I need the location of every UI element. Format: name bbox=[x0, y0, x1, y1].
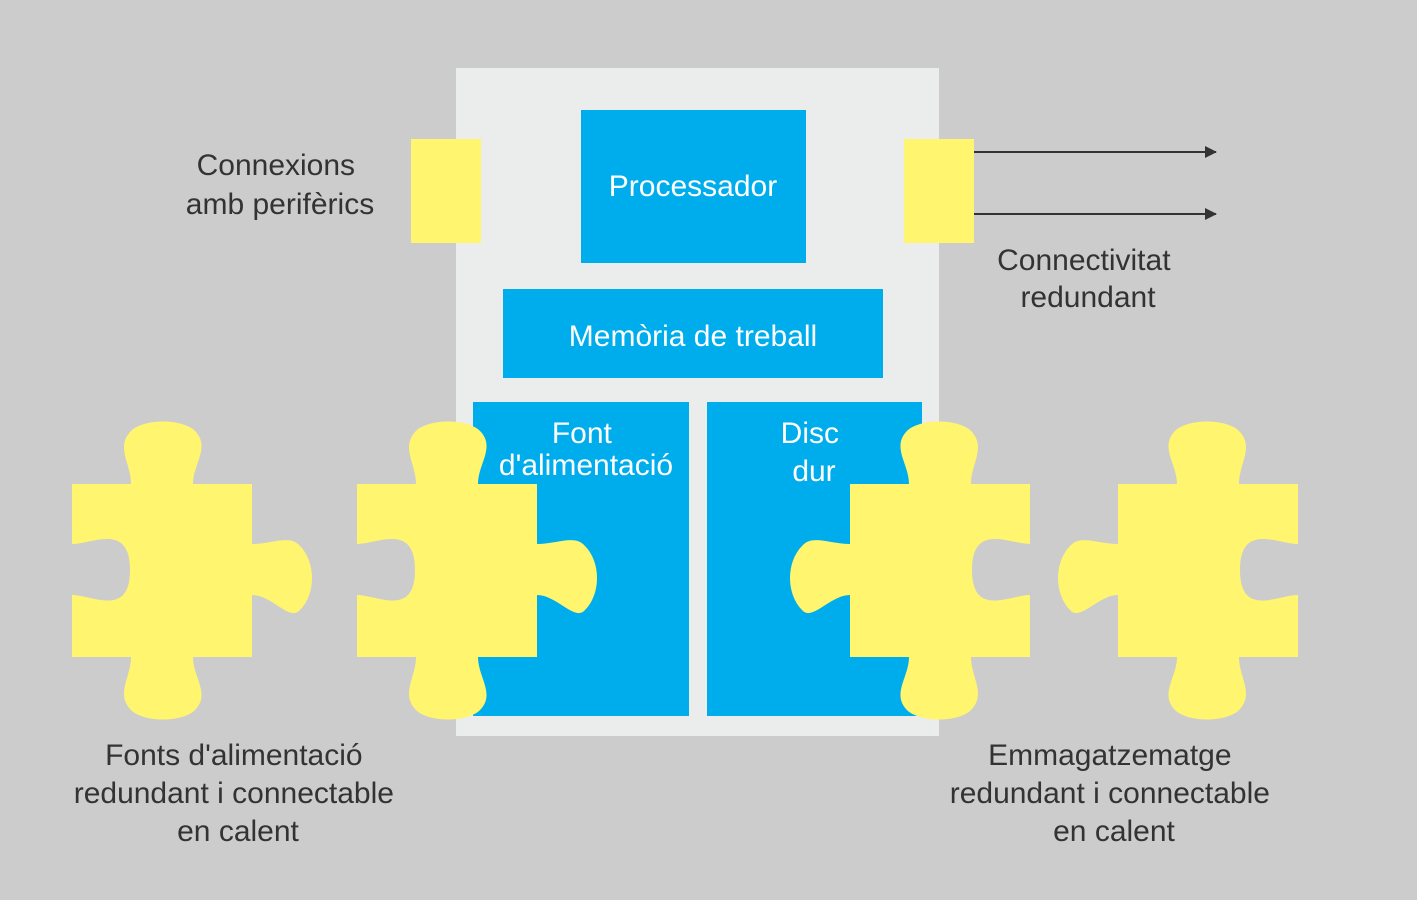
network-connector bbox=[904, 139, 974, 243]
peripheral-connections-label: Connexions amb perifèrics bbox=[186, 149, 374, 221]
memory-block bbox=[503, 289, 883, 378]
memory-label: Memòria de treball bbox=[569, 320, 817, 353]
processor-label: Processador bbox=[609, 170, 777, 203]
peripheral-connector bbox=[411, 139, 481, 243]
redundant-connectivity-label: Connectivitat redundant bbox=[997, 244, 1179, 314]
power-supply-label: Font d'alimentació bbox=[499, 417, 673, 482]
redundant-storage-label: Emmagatzematge redundant i connectable e… bbox=[950, 739, 1279, 848]
hard-disk-label: Disc dur bbox=[781, 417, 848, 488]
puzzle-piece-icon bbox=[1058, 421, 1298, 720]
processor-block bbox=[581, 110, 806, 263]
puzzle-piece-icon bbox=[72, 421, 312, 720]
redundant-power-label: Fonts d'alimentació redundant i connecta… bbox=[74, 739, 403, 848]
